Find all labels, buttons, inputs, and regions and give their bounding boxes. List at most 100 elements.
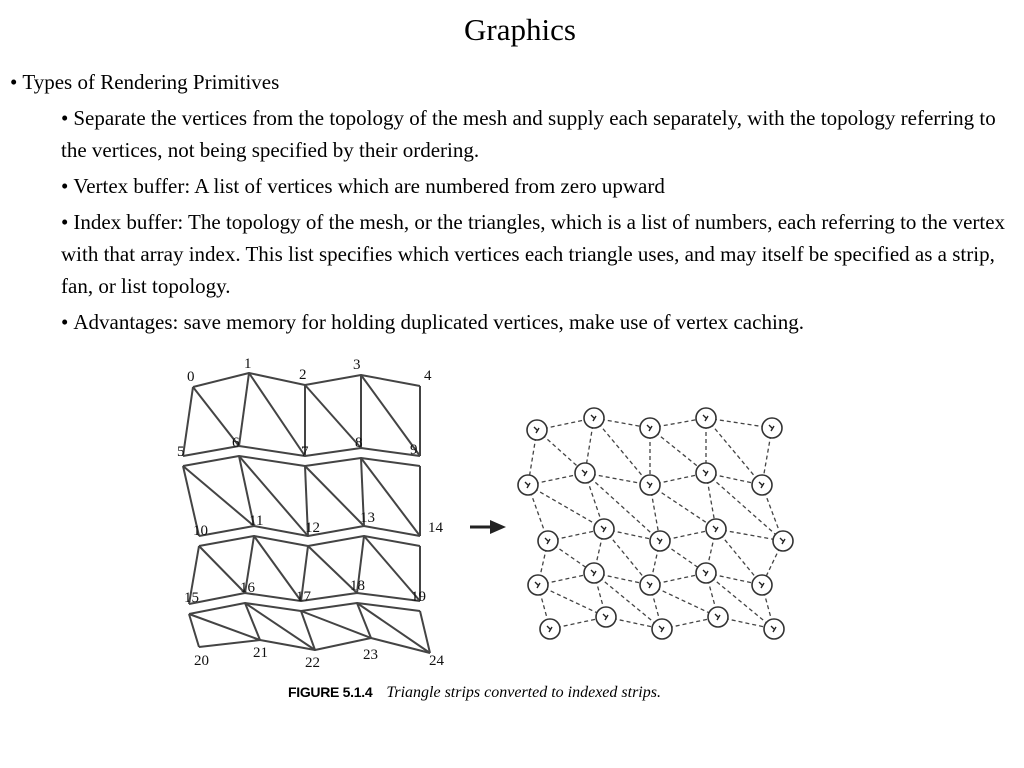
vertex-label: 23 bbox=[363, 647, 378, 663]
node-tick-mark bbox=[602, 613, 609, 621]
graph-node bbox=[751, 574, 773, 596]
vertex-label: 3 bbox=[353, 357, 361, 373]
node-tick-mark bbox=[658, 625, 665, 633]
graph-edges bbox=[527, 417, 784, 630]
node-tick-mark bbox=[758, 581, 765, 589]
strip-rung bbox=[182, 465, 200, 537]
vertex-label: 5 bbox=[177, 444, 185, 460]
strip-rung bbox=[188, 545, 200, 605]
strip-diagonal bbox=[356, 602, 431, 654]
graph-node bbox=[574, 462, 596, 484]
graph-edge bbox=[649, 484, 717, 530]
node-tick-mark bbox=[779, 537, 786, 545]
graph-node bbox=[527, 574, 549, 596]
graph-edge bbox=[715, 528, 784, 542]
node-tick-mark bbox=[544, 537, 551, 545]
vertex-label: 13 bbox=[360, 510, 375, 526]
strip-diagonal bbox=[304, 465, 365, 527]
strip-diagonal bbox=[363, 535, 421, 602]
node-tick-mark bbox=[581, 469, 588, 477]
graph-edge bbox=[705, 417, 763, 486]
bullet-index-buffer: •Index buffer: The topology of the mesh,… bbox=[61, 206, 1006, 302]
strip-diagonal bbox=[360, 457, 421, 537]
strip-diagonal bbox=[182, 465, 255, 527]
node-tick-mark bbox=[533, 426, 540, 434]
vertex-label: 6 bbox=[232, 435, 240, 451]
graph-edge bbox=[593, 572, 663, 630]
node-tick-mark bbox=[702, 469, 709, 477]
vertex-label: 7 bbox=[301, 444, 309, 460]
graph-node bbox=[695, 562, 717, 584]
graph-edge bbox=[527, 484, 605, 530]
triangle-strip bbox=[182, 455, 421, 537]
vertex-label: 20 bbox=[194, 653, 209, 669]
figure-label: FIGURE 5.1.4 bbox=[288, 684, 373, 700]
vertex-label: 1 bbox=[244, 356, 252, 372]
graph-edge bbox=[593, 417, 651, 486]
vertex-label: 21 bbox=[253, 645, 268, 661]
vertex-label: 15 bbox=[184, 590, 199, 606]
strip-rung bbox=[244, 602, 261, 641]
strip-diagonal bbox=[192, 386, 240, 447]
bullet-level1: •Types of Rendering Primitives bbox=[10, 68, 990, 96]
vertex-label: 24 bbox=[429, 653, 445, 669]
vertex-label: 10 bbox=[193, 523, 208, 539]
bullet-advantages: •Advantages: save memory for holding dup… bbox=[61, 306, 1006, 338]
graph-node bbox=[583, 562, 605, 584]
strip-rung bbox=[182, 386, 194, 457]
vertex-label: 19 bbox=[411, 589, 426, 605]
node-tick-mark bbox=[600, 525, 607, 533]
graph-node bbox=[583, 407, 605, 429]
graph-edge bbox=[715, 528, 763, 586]
indexed-strip-graph bbox=[517, 407, 794, 640]
strip-rung bbox=[360, 457, 365, 527]
graph-edge bbox=[649, 584, 719, 618]
strip-rung bbox=[188, 613, 200, 648]
graph-edge bbox=[584, 472, 661, 542]
strip-diagonal bbox=[307, 545, 358, 594]
node-tick-mark bbox=[702, 569, 709, 577]
bullet-dot: • bbox=[61, 210, 69, 234]
bullet-dot: • bbox=[61, 174, 69, 198]
bullet-separate-vertices: •Separate the vertices from the topology… bbox=[61, 102, 1006, 166]
vertex-label: 8 bbox=[355, 435, 363, 451]
right-arrow-icon bbox=[470, 520, 506, 534]
graph-node bbox=[649, 530, 671, 552]
graph-edge bbox=[603, 528, 651, 586]
strip-rung bbox=[356, 535, 365, 594]
graph-edge bbox=[705, 472, 784, 542]
graph-node bbox=[695, 407, 717, 429]
vertex-label: 22 bbox=[305, 655, 320, 671]
triangle-strip bbox=[182, 372, 421, 457]
strip-top-edge bbox=[192, 372, 421, 388]
strip-rung bbox=[244, 535, 255, 594]
node-tick-mark bbox=[646, 481, 653, 489]
vertex-label: 14 bbox=[428, 520, 444, 536]
vertex-label: 0 bbox=[187, 369, 195, 385]
bullet-text: Advantages: save memory for holding dupl… bbox=[73, 310, 805, 334]
bullet-dot: • bbox=[61, 106, 69, 130]
graph-node bbox=[593, 518, 615, 540]
vertex-label: 11 bbox=[249, 513, 263, 529]
strip-rung bbox=[356, 602, 372, 639]
strip-top-edge bbox=[198, 535, 421, 547]
triangle-strip bbox=[188, 602, 431, 654]
strip-diagonal bbox=[188, 613, 261, 641]
graph-node bbox=[639, 417, 661, 439]
graph-edge bbox=[649, 427, 707, 474]
strip-rung bbox=[300, 545, 309, 602]
vertex-label: 18 bbox=[350, 578, 365, 594]
triangle-strip bbox=[188, 535, 421, 605]
graph-node bbox=[761, 417, 783, 439]
strip-diagonal bbox=[238, 455, 309, 537]
node-tick-mark bbox=[524, 481, 531, 489]
graph-node bbox=[539, 618, 561, 640]
node-tick-mark bbox=[656, 537, 663, 545]
graph-node bbox=[751, 474, 773, 496]
bullet-dot: • bbox=[10, 70, 18, 94]
strip-rung bbox=[419, 610, 431, 654]
vertex-label: 4 bbox=[424, 368, 432, 384]
vertex-label: 2 bbox=[299, 367, 307, 383]
strip-diagonal bbox=[360, 374, 421, 457]
